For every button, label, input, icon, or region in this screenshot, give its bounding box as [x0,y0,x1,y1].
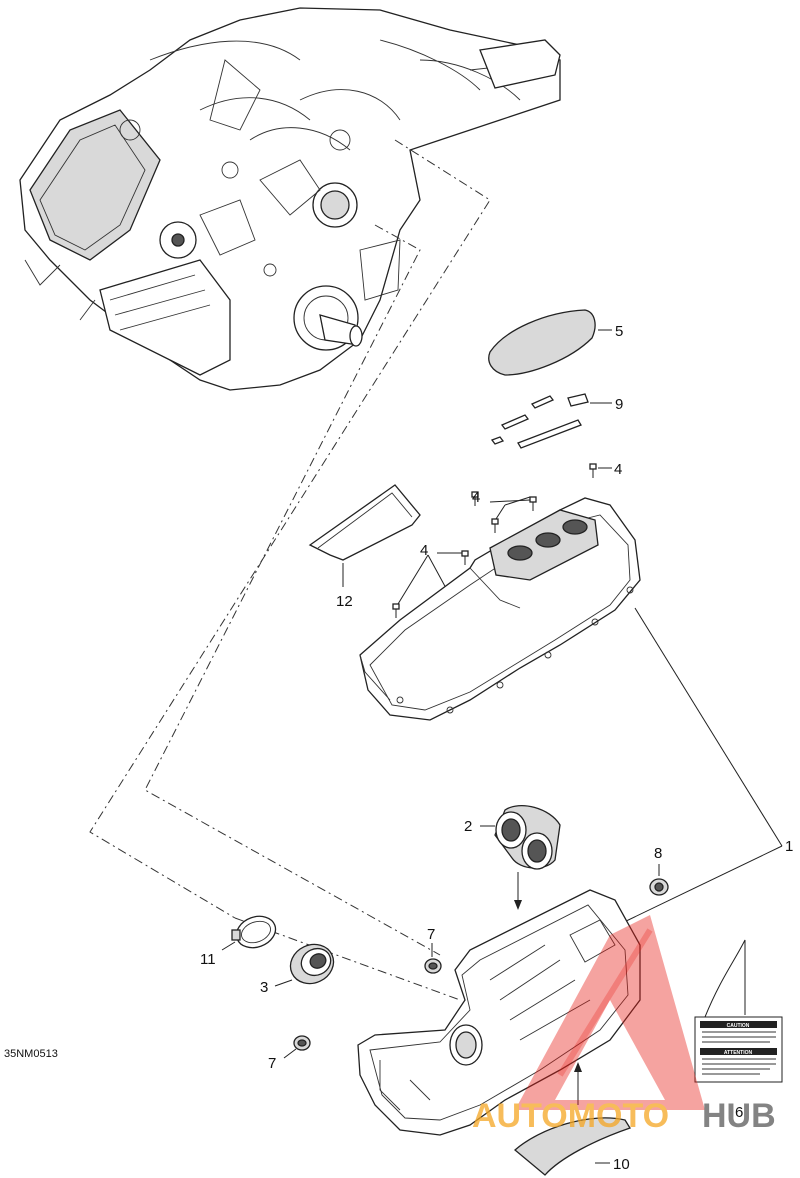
screw [589,463,597,478]
part-9-adhesive-strips: 9 [490,393,623,449]
callout-8: 8 [654,845,662,862]
diagram-reference-code: 35NM0513 [4,1048,58,1060]
screw [491,518,499,533]
callout-10: 10 [613,1156,630,1173]
air-box-body [357,889,641,1136]
callout-2: 2 [464,818,472,835]
part-11-clamp: 11 [200,915,277,968]
part-5-foam-pad: 5 [488,309,623,376]
callout-1: 1 [785,838,793,855]
callout-4-left: 4 [420,542,428,559]
callout-4-top-right: 4 [614,461,622,478]
callout-4-middle: 4 [472,489,480,506]
callout-11: 11 [200,951,216,968]
watermark-triangle-icon [515,915,705,1110]
watermark-brand-part2: HUB [702,1097,776,1135]
screw [471,491,479,506]
decal-caution-title: CAUTION [727,1023,750,1029]
callout-9: 9 [615,396,623,413]
part-2-double-seal: 2 [464,805,561,910]
screw [392,603,400,618]
watermark-brand-part1: AUTOMOTO [472,1097,669,1135]
part-7-plugs: 7 7 [268,926,442,1072]
callout-7-upper: 7 [427,926,435,943]
engine-assembly [19,7,561,391]
air-box-cover [359,497,641,721]
callout-7-lower: 7 [268,1055,276,1072]
part-6-warning-decal: CAUTION ATTENTION 6 [694,939,783,1121]
callout-5: 5 [615,323,623,340]
part-4-screws: 4 4 4 [392,461,622,618]
screw [461,550,469,565]
part-10-filter-pad: 10 [514,1062,631,1176]
callout-12: 12 [336,593,353,610]
callout-3: 3 [260,979,268,996]
decal-attention-title: ATTENTION [724,1050,753,1056]
part-8-grommet: 8 [649,845,669,896]
screw [529,496,537,511]
automotohub-watermark: AUTOMOTO HUB [472,915,776,1135]
part-1-leaders: 1 [621,607,793,924]
part-12-cover-plate: 12 [308,484,421,610]
part-3-adaptor: 3 [260,943,335,996]
callout-6: 6 [735,1104,743,1121]
